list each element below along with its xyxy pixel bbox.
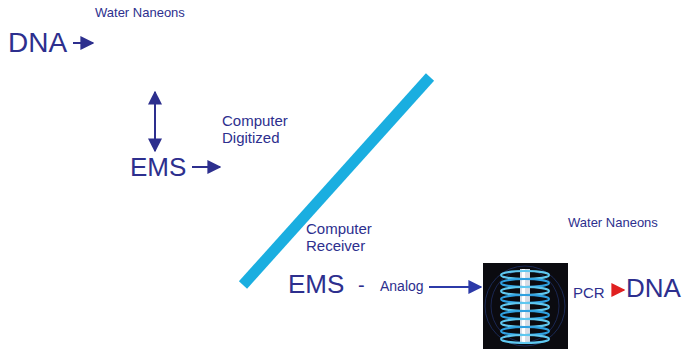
flow-arrow xyxy=(73,42,93,44)
term-text: DNA xyxy=(626,274,683,304)
flow-arrow xyxy=(154,92,156,151)
term: Computer Receiver xyxy=(306,220,403,257)
term-text: PCR xyxy=(573,284,613,301)
divider-bar xyxy=(243,77,430,285)
flow-arrow xyxy=(616,289,624,291)
term-text: Water Naneons xyxy=(95,6,187,21)
term-text: Computer Receiver xyxy=(306,220,401,255)
term-text: EMS xyxy=(288,270,347,300)
term: Water Naneons xyxy=(95,6,187,92)
annotation: - xyxy=(358,274,365,297)
term: EMS xyxy=(130,153,189,185)
term-text: DNA xyxy=(8,27,70,59)
annotation: Water Naneons xyxy=(568,216,658,231)
flow-arrow xyxy=(429,286,481,288)
term: EMS xyxy=(288,270,347,302)
term: Computer Digitized xyxy=(222,112,324,174)
term-text: EMS xyxy=(130,153,189,183)
pcr-device: PCR xyxy=(483,263,613,349)
coil-image xyxy=(483,263,568,349)
term-text: Computer Digitized xyxy=(222,112,322,147)
flow-arrow xyxy=(192,166,220,168)
term: DNA xyxy=(8,27,70,62)
term: DNA xyxy=(626,274,683,306)
term: Analog xyxy=(380,278,426,297)
term-text: Analog xyxy=(380,278,426,294)
